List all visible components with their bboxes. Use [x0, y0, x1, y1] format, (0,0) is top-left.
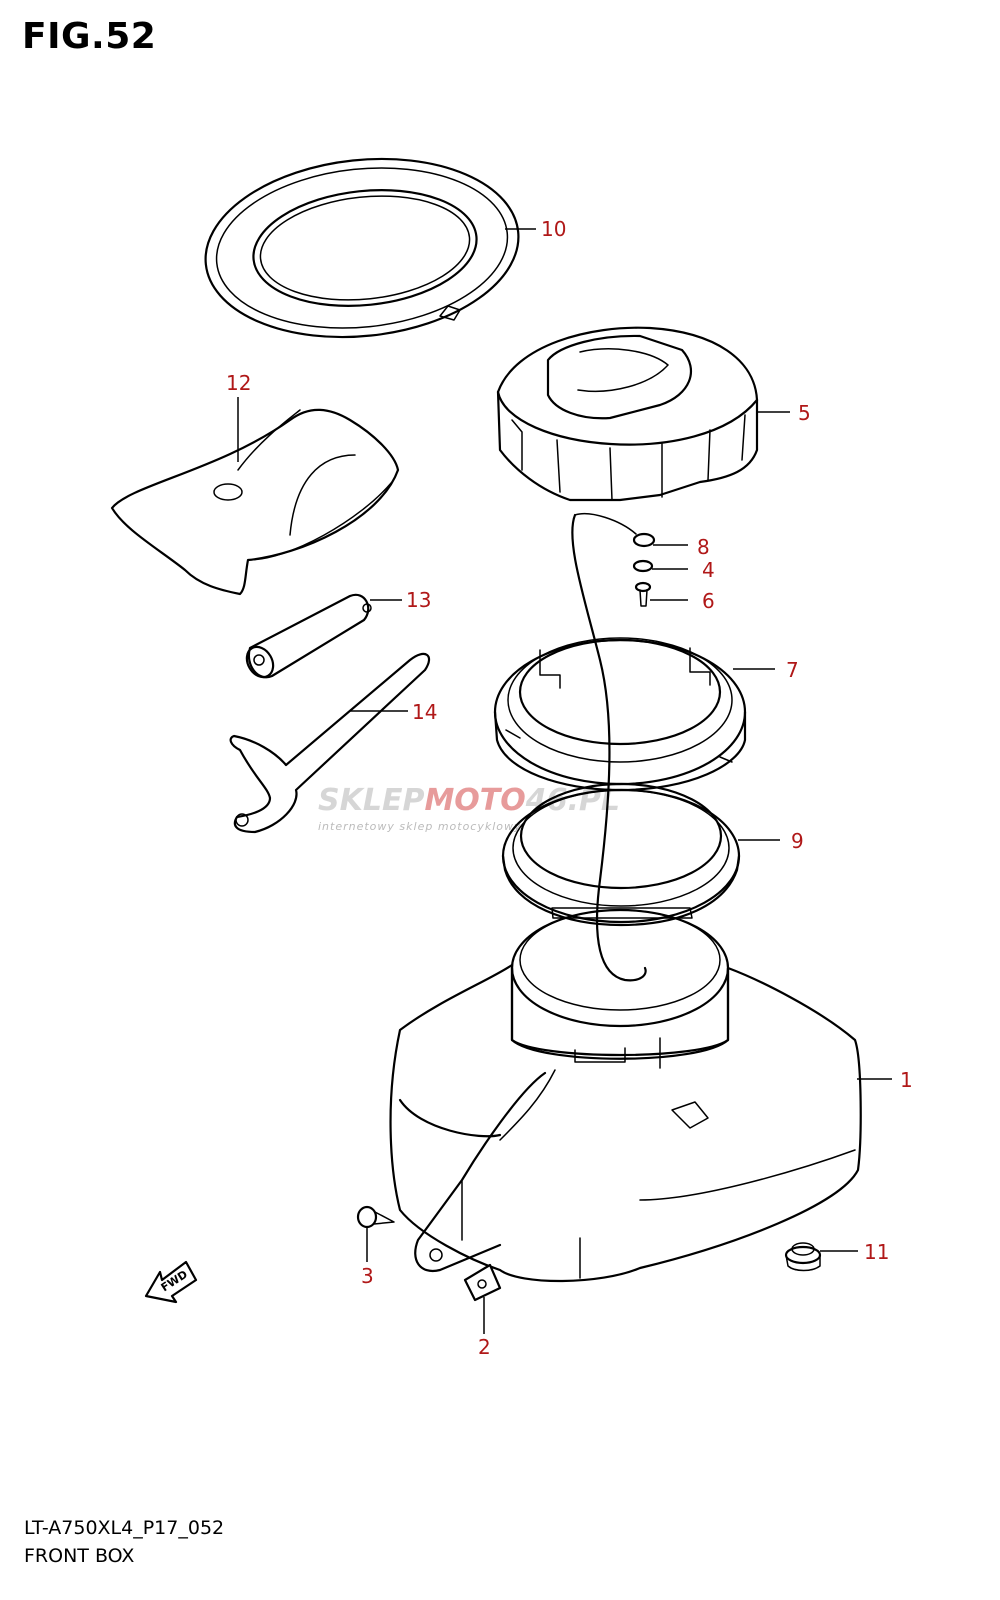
part-13-cylinder [245, 593, 372, 679]
figure-title: FIG.52 [22, 16, 157, 57]
callout-7: 7 [786, 658, 799, 682]
callout-10: 10 [541, 217, 566, 241]
part-14-spanner-wrench [229, 652, 431, 834]
callout-8: 8 [697, 535, 710, 559]
part-5-cap [496, 326, 759, 502]
part-3-screw [356, 1205, 395, 1229]
part-12-tool-pouch [110, 408, 400, 596]
callout-14: 14 [412, 700, 437, 724]
fwd-arrow-icon: FWD [144, 1260, 198, 1304]
figure-code: LT-A750XL4_P17_052 [24, 1517, 225, 1539]
part-7-locking-ring [493, 637, 747, 792]
part-8-eyelet [574, 513, 656, 548]
callout-labels: 10 5 12 8 4 6 13 7 14 9 1 11 3 2 [226, 217, 913, 1359]
figure-name: FRONT BOX [24, 1545, 135, 1567]
leader-lines [237, 228, 892, 1334]
callout-4: 4 [702, 558, 715, 582]
callout-3: 3 [361, 1264, 374, 1288]
part-1-front-box [389, 908, 862, 1283]
callout-1: 1 [900, 1068, 913, 1092]
watermark-brand: SKLEPMOTO46.PL [318, 783, 620, 818]
callout-12: 12 [226, 371, 251, 395]
callout-13: 13 [406, 588, 431, 612]
part-9-seal [501, 782, 741, 927]
part-11-grommet [784, 1242, 822, 1272]
part-4-washer [632, 559, 654, 573]
callout-6: 6 [702, 589, 715, 613]
part-6-screw [634, 581, 652, 607]
callout-5: 5 [798, 401, 811, 425]
tether-strap [571, 513, 647, 982]
callout-11: 11 [864, 1240, 889, 1264]
part-10-gasket [204, 157, 520, 339]
part-2-clip [463, 1263, 502, 1302]
callout-9: 9 [791, 829, 804, 853]
watermark-tagline: internetowy sklep motocyklowy [318, 820, 522, 833]
callout-2: 2 [478, 1335, 491, 1359]
